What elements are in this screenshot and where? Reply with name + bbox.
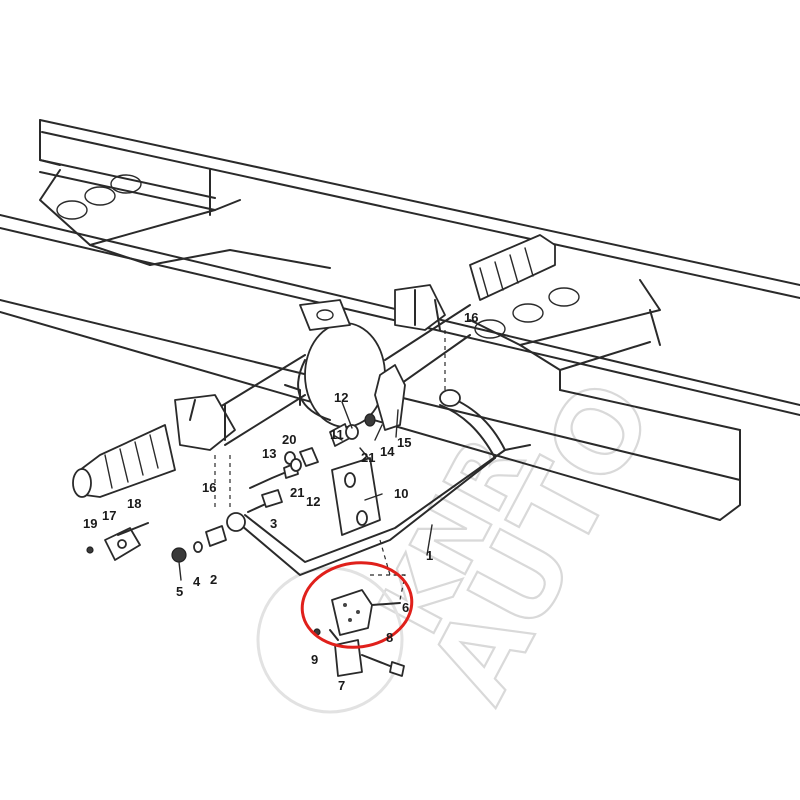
label-part-21-upper: 21 [361,450,375,465]
label-part-5: 5 [176,584,183,599]
watermark-ring [256,566,404,714]
label-part-6: 6 [402,600,409,615]
label-part-20: 20 [282,432,296,447]
part-labels: 1 2 3 4 5 6 7 8 9 10 11 12 12 13 14 15 1… [83,310,478,693]
label-part-2: 2 [210,572,217,587]
label-part-16-right: 16 [464,310,478,325]
label-part-16-left: 16 [202,480,216,495]
rear-axle [72,234,556,510]
left-hardware [86,447,319,581]
clamp-assembly [313,574,406,677]
leader-lines [334,401,433,556]
label-part-18: 18 [127,496,141,511]
label-part-4: 4 [193,574,201,589]
label-part-17: 17 [102,508,116,523]
label-part-9: 9 [311,652,318,667]
label-part-12-lower: 12 [306,494,320,509]
label-part-7: 7 [338,678,345,693]
label-part-1: 1 [426,548,433,563]
label-part-13: 13 [262,446,276,461]
label-part-12-upper: 12 [334,390,348,405]
label-part-14: 14 [380,444,395,459]
label-part-19: 19 [83,516,97,531]
label-part-21-lower: 21 [290,485,304,500]
stabilizer-bar [226,389,531,576]
label-part-15: 15 [397,435,411,450]
label-part-11: 11 [330,427,344,442]
label-part-8: 8 [386,630,393,645]
label-part-10: 10 [394,486,408,501]
stabilizer-clamp [331,589,373,636]
highlight-circle [300,561,414,649]
label-part-3: 3 [270,516,277,531]
